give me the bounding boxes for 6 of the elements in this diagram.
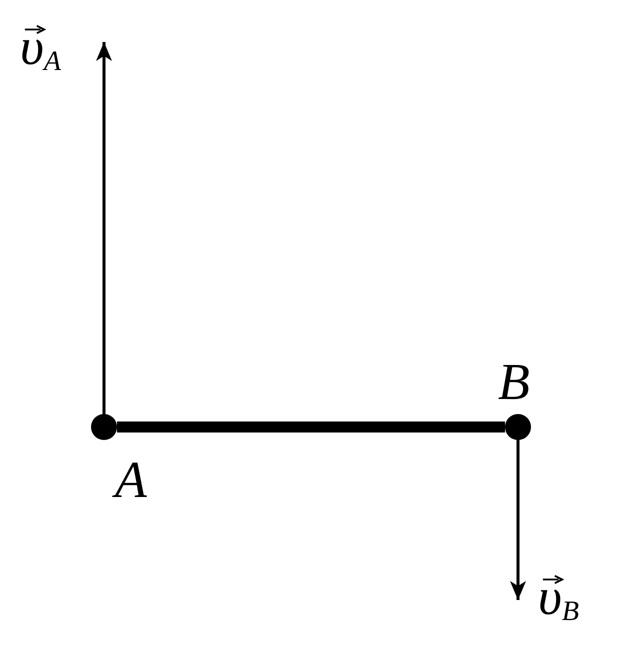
point-dot <box>91 414 117 440</box>
velocity-label: υ$_{A}$ <box>20 22 61 76</box>
point-label: B <box>498 357 530 409</box>
rod <box>117 422 505 432</box>
velocity-label: υ$_{B}$ <box>538 572 579 626</box>
point-dot <box>505 414 531 440</box>
